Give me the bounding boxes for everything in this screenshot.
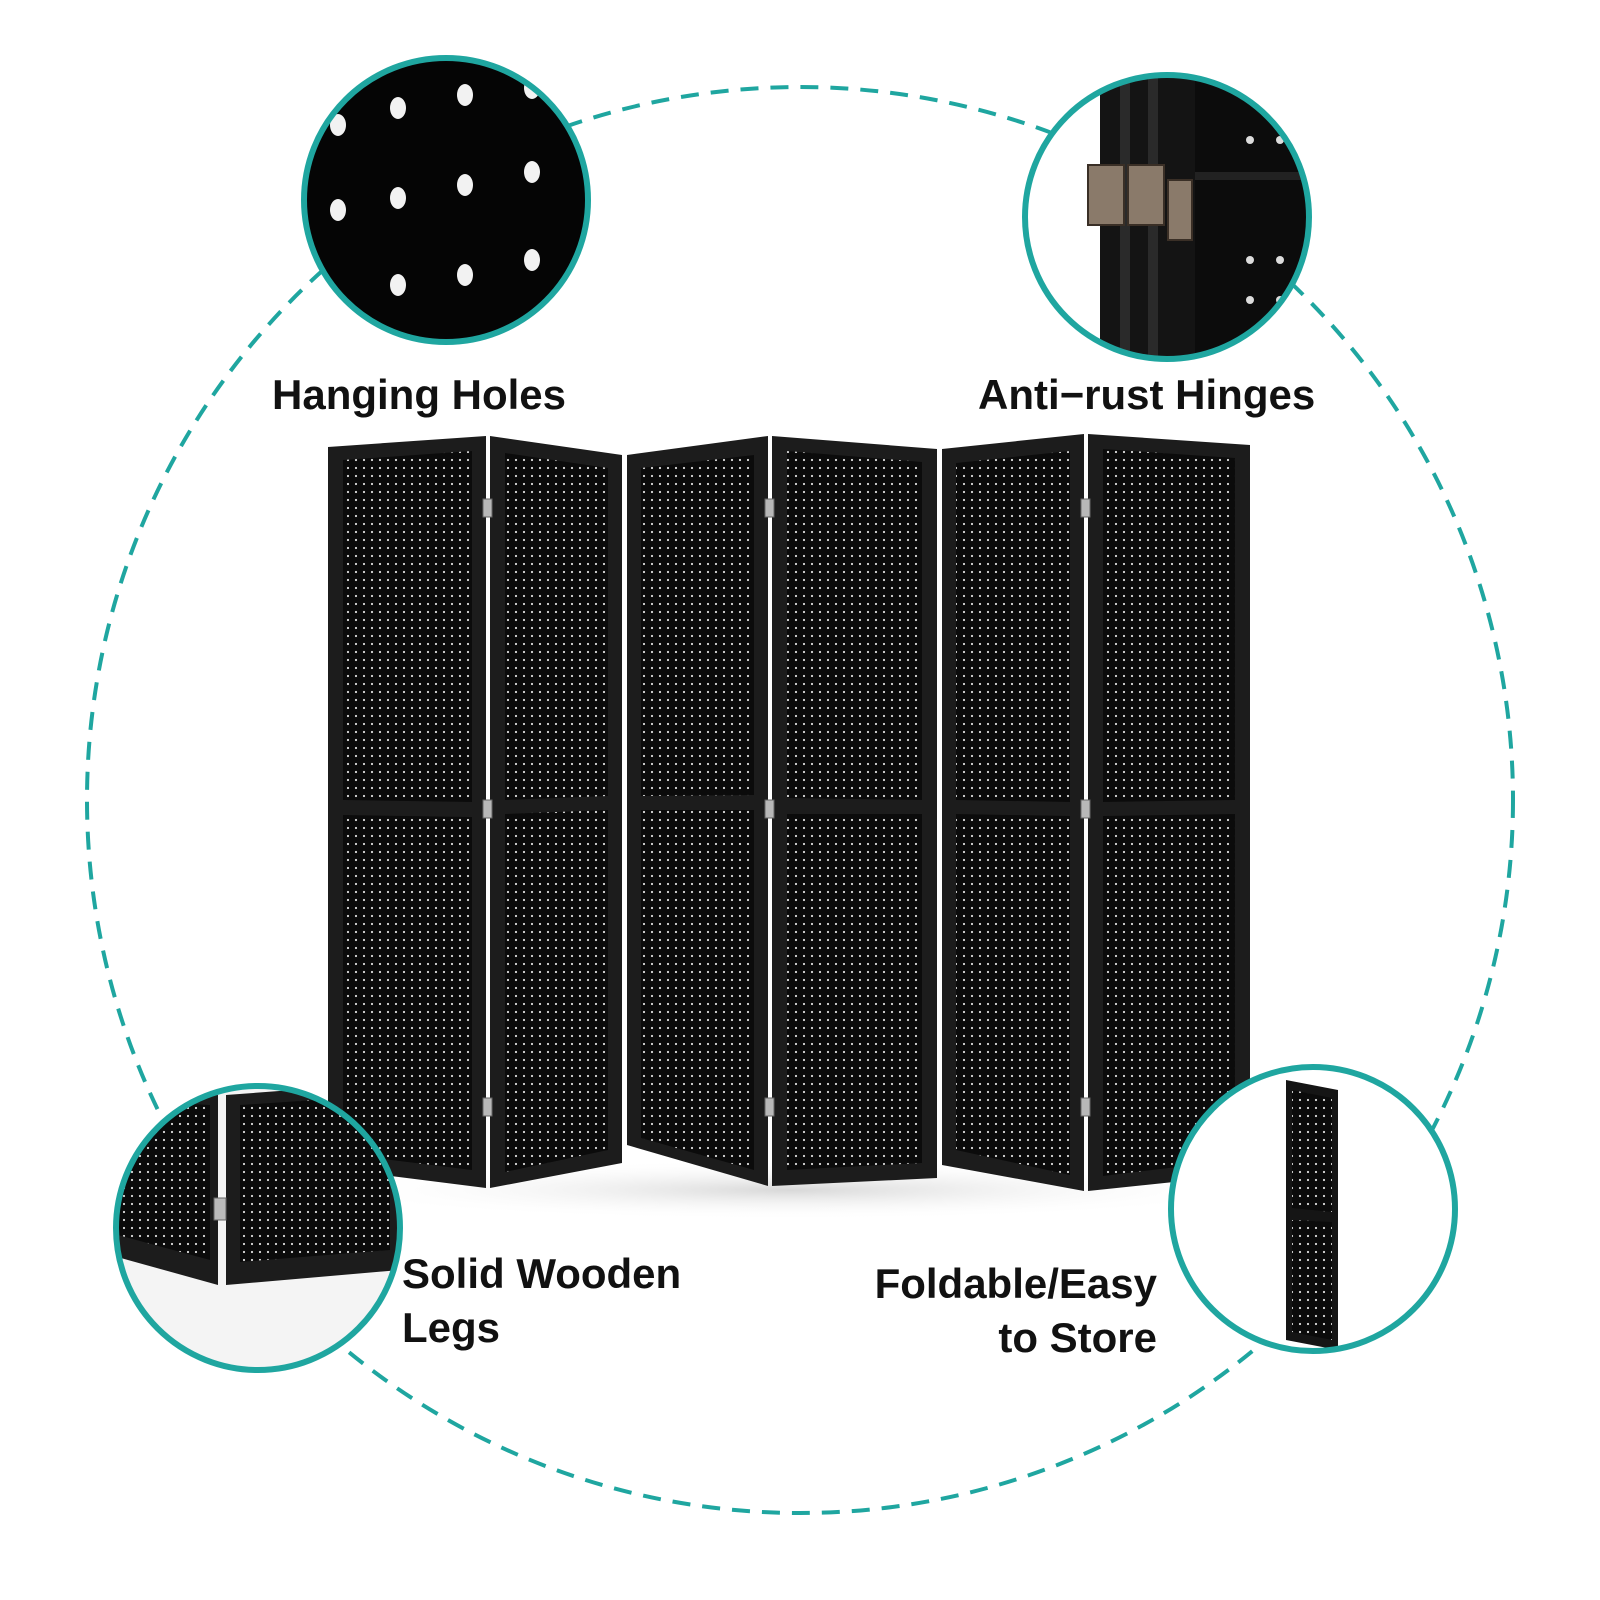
divider-panel-3	[627, 436, 768, 1186]
divider-panel-5	[942, 434, 1084, 1191]
label-foldable: Foldable/Easy to Store	[857, 1257, 1157, 1365]
wooden-legs-detail	[113, 1083, 403, 1373]
label-fold-line2: to Store	[998, 1314, 1157, 1361]
divider-panel-2	[490, 436, 622, 1188]
label-anti-rust-hinges-text: Anti−rust Hinges	[978, 371, 1316, 418]
label-anti-rust-hinges: Anti−rust Hinges	[978, 368, 1315, 422]
room-divider	[328, 434, 1250, 1191]
dashed-outline-circle	[85, 85, 1515, 1515]
label-hanging-holes-text: Hanging Holes	[272, 371, 567, 418]
hanging-holes-detail	[301, 55, 591, 345]
folded-detail	[1168, 1064, 1458, 1354]
divider-panel-1	[328, 436, 486, 1188]
divider-panel-4	[772, 436, 937, 1186]
label-legs-line2: Legs	[402, 1304, 501, 1351]
label-fold-line1: Foldable/Easy	[874, 1260, 1157, 1307]
label-legs-line1: Solid Wooden	[402, 1250, 682, 1297]
divider-panel-6	[1088, 434, 1250, 1191]
label-solid-wooden-legs: Solid Wooden Legs	[402, 1247, 681, 1355]
hinges-detail	[1022, 72, 1312, 362]
hinge-set	[482, 498, 1091, 1117]
label-hanging-holes: Hanging Holes	[272, 368, 566, 422]
